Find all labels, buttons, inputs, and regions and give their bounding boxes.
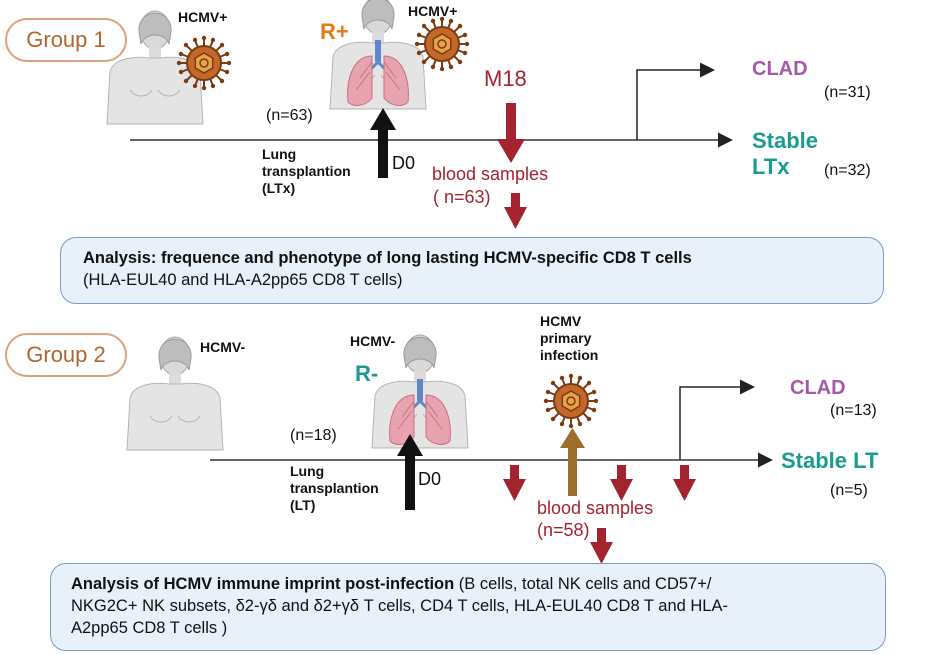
group2-recipient-label: R- xyxy=(355,361,379,386)
group1-m18-arrow xyxy=(497,103,525,163)
group2-label: Group 2 xyxy=(5,333,127,377)
group2-analysis-line3: A2pp65 CD8 T cells ) xyxy=(71,619,228,637)
group1-stable-n: (n=32) xyxy=(824,162,871,179)
group2-clad-label: CLAD xyxy=(790,377,846,399)
group1-recipient-status: HCMV+ xyxy=(408,3,458,19)
group1-blood-arrow xyxy=(504,193,527,229)
group1-transplant-label: Lung transplantion (LTx) xyxy=(262,146,351,197)
group2-d0-label: D0 xyxy=(418,469,442,489)
group2-blood-n: (n=58) xyxy=(537,520,590,540)
group2-infection-arrow xyxy=(560,428,585,496)
group1-stable-label: Stable LTx xyxy=(752,128,819,180)
group2-blood-arrow-3 xyxy=(673,465,696,501)
group1-branch-clad xyxy=(636,62,715,140)
group2-blood-arrow-2 xyxy=(610,465,633,501)
group2-analysis-rest: (B cells, total NK cells and CD57+/ xyxy=(454,575,712,593)
group2-clad-n: (n=13) xyxy=(830,402,877,419)
group1-analysis-line2: (HLA-EUL40 and HLA-A2pp65 CD8 T cells) xyxy=(83,271,403,289)
group1-recipient-virus-icon xyxy=(413,15,471,73)
group1-analysis-title-rest: : frequence and phenotype of long lastin… xyxy=(150,249,692,267)
group2-recipient-figure xyxy=(371,334,469,449)
group1-d0-arrow xyxy=(370,108,396,178)
group2-infection-virus-icon xyxy=(542,372,600,430)
group1-clad-label: CLAD xyxy=(752,58,808,80)
group1-donor-virus-icon xyxy=(175,34,233,92)
group1-blood-n: ( n=63) xyxy=(433,187,491,207)
group2-n-total: (n=18) xyxy=(290,427,337,444)
group1-donor-status: HCMV+ xyxy=(178,9,228,25)
group1-clad-n: (n=31) xyxy=(824,84,871,101)
group1-recipient-label: R+ xyxy=(320,19,349,44)
group2-transplant-label: Lung transplantion (LT) xyxy=(290,463,379,514)
group2-d0-arrow xyxy=(397,434,423,510)
group1-m18-label: M18 xyxy=(484,66,527,91)
group2-analysis-title: Analysis of HCMV immune imprint post-inf… xyxy=(71,575,455,593)
group2-donor-status: HCMV- xyxy=(200,339,246,355)
group1-analysis-title: Analysis xyxy=(83,249,151,267)
group1-label: Group 1 xyxy=(5,18,127,62)
group1-analysis-panel: Analysis: frequence and phenotype of lon… xyxy=(60,237,884,304)
group1-blood-samples-label: blood samples xyxy=(432,164,549,184)
group1-n-total: (n=63) xyxy=(266,107,313,124)
group2-analysis-line2: NKG2C+ NK subsets, δ2-γδ and δ2+γδ T cel… xyxy=(71,597,728,615)
group2-branch-clad xyxy=(679,379,755,460)
group2-blood-arrow-4 xyxy=(590,528,613,564)
group2-blood-arrow-1 xyxy=(503,465,526,501)
group2-stable-n: (n=5) xyxy=(830,482,868,499)
group2-stable-label: Stable LT xyxy=(781,448,879,473)
group1-d0-label: D0 xyxy=(392,153,416,173)
group2-blood-samples-label: blood samples xyxy=(537,498,654,518)
group2-recipient-status: HCMV- xyxy=(350,333,396,349)
group2-infection-label: HCMV primary infection xyxy=(540,313,599,364)
group2-analysis-panel: Analysis of HCMV immune imprint post-inf… xyxy=(50,563,886,651)
